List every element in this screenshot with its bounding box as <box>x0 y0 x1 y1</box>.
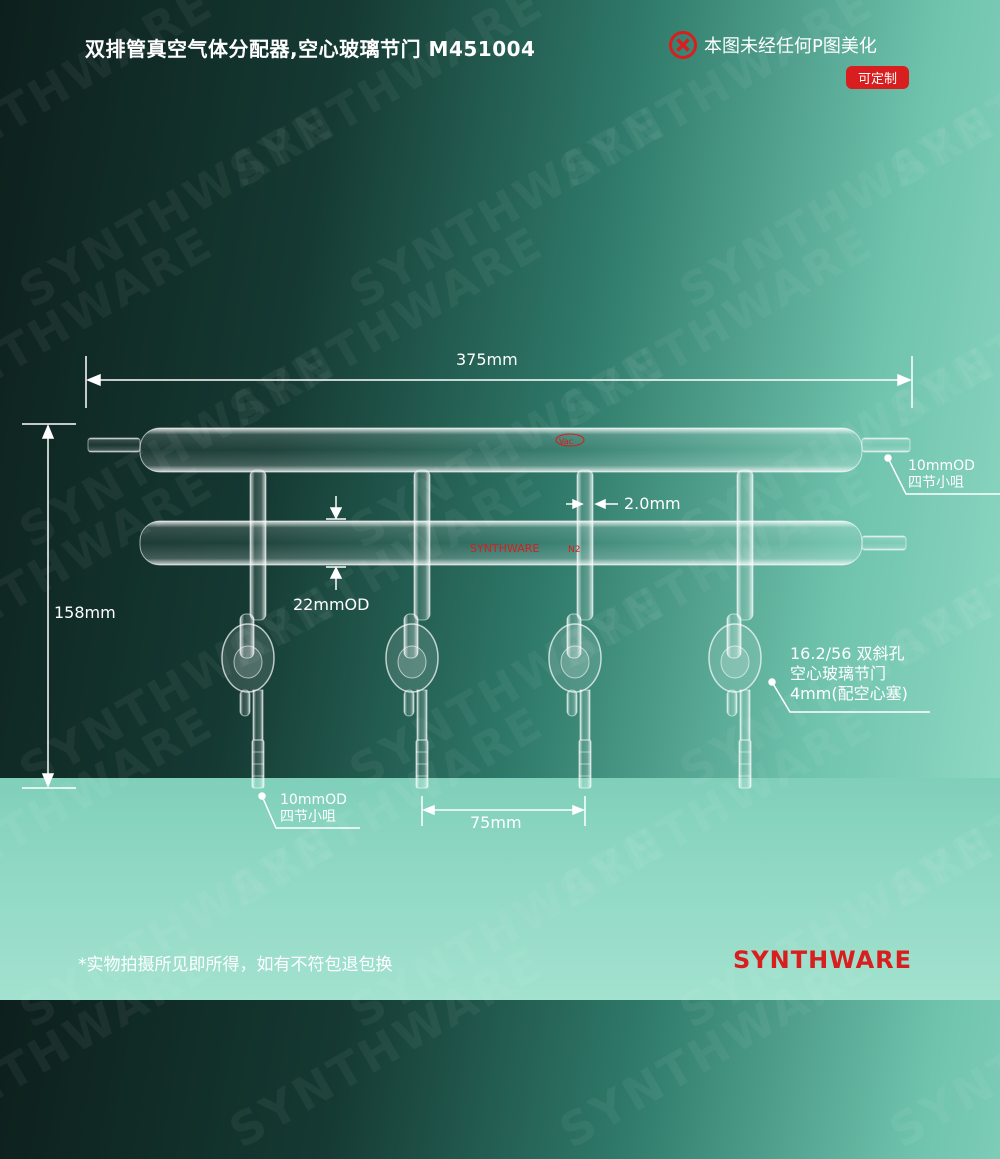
width-dimension: 375mm <box>456 350 518 369</box>
vac-mark: Vac <box>559 437 573 446</box>
stopcock-callout: 16.2/56 双斜孔 空心玻璃节门 4mm(配空心塞) <box>790 644 908 704</box>
dimension-lines <box>22 356 1000 829</box>
customizable-badge: 可定制 <box>846 66 910 89</box>
wall-dimension: 2.0mm <box>624 494 681 513</box>
callout-line: 10mmOD <box>908 458 975 474</box>
tabletop <box>0 778 1000 1000</box>
stopcock-branch <box>548 469 602 789</box>
stopcock-branch <box>708 469 762 789</box>
bottom-hose-callout: 10mmOD 四节小咀 <box>280 792 347 826</box>
callout-line: 四节小咀 <box>280 809 336 825</box>
spacing-dimension: 75mm <box>470 813 522 832</box>
footer-note: *实物拍摄所见即所得，如有不符包退包换 <box>78 955 393 975</box>
tube-od-dimension: 22mmOD <box>293 595 370 614</box>
tube-brand-mark: SYNTHWARE <box>470 542 539 555</box>
height-dimension: 158mm <box>54 603 116 622</box>
notice-text: 本图未经任何P图美化 <box>704 36 877 57</box>
callout-line: 4mm(配空心塞) <box>790 684 908 703</box>
manifold-illustration: Vac SYNTHWARE N2 <box>22 356 1000 829</box>
callout-line: 16.2/56 双斜孔 <box>790 644 905 663</box>
stopcock-branch <box>385 469 439 789</box>
n2-mark: N2 <box>568 545 580 555</box>
top-hose-callout: 10mmOD 四节小咀 <box>908 458 975 492</box>
callout-line: 10mmOD <box>280 792 347 808</box>
callout-line: 空心玻璃节门 <box>790 664 887 683</box>
stopcock-branch <box>221 469 275 789</box>
x-circle-icon <box>669 31 697 59</box>
callout-line: 四节小咀 <box>908 475 964 491</box>
no-retouch-notice: 本图未经任何P图美化 <box>668 30 877 60</box>
bottom-manifold-tube <box>139 520 907 566</box>
top-manifold-tube <box>87 427 911 473</box>
page-title: 双排管真空气体分配器,空心玻璃节门 M451004 <box>85 37 536 61</box>
brand-logo: SYNTHWARE <box>733 946 913 974</box>
